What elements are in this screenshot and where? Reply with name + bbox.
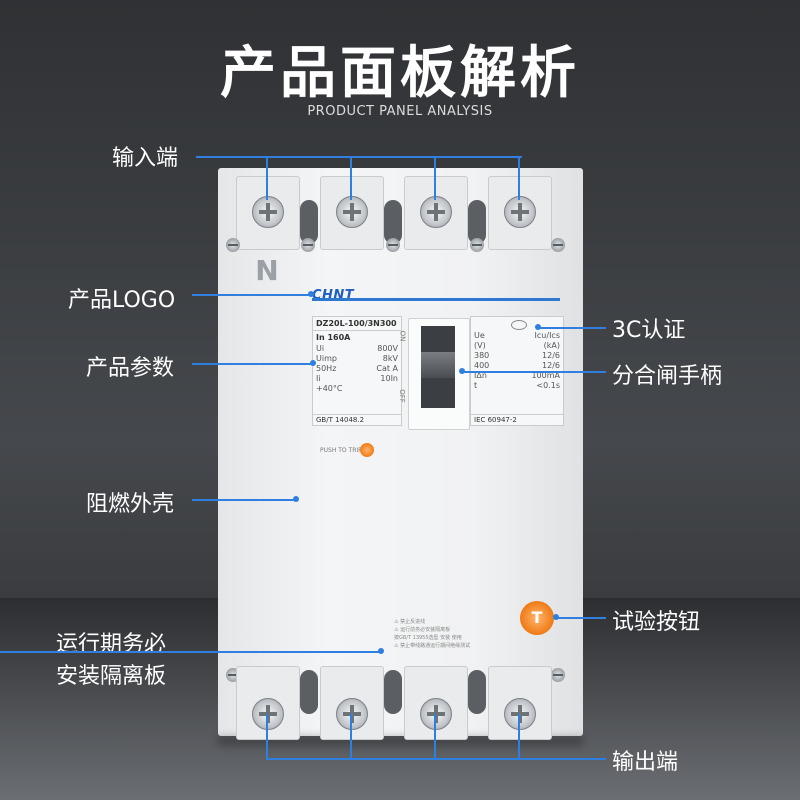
ccc-cert-icon: [511, 320, 527, 330]
leader-input-drop: [266, 156, 268, 200]
mounting-screw-icon: [386, 238, 400, 252]
output-terminal-screw-icon: [252, 698, 284, 730]
callout-product-params: 产品参数: [86, 356, 175, 381]
mounting-screw-icon: [551, 668, 565, 682]
leader-ccc: [538, 327, 606, 329]
spec-row: +40°C: [316, 384, 343, 393]
leader-output-rise: [434, 714, 436, 758]
breaker-shadow: [218, 736, 583, 746]
leader-logo: [192, 294, 310, 296]
leader-shell: [192, 499, 296, 501]
leader-input-drop: [350, 156, 352, 200]
leader-dot: [378, 648, 384, 654]
bottom-slot: [468, 670, 486, 714]
output-terminal-screw-icon: [336, 698, 368, 730]
on-off-handle[interactable]: [421, 352, 455, 378]
leader-dot: [553, 614, 559, 620]
leader-dot: [293, 496, 299, 502]
output-terminal-screw-icon: [504, 698, 536, 730]
callout-ccc-cert: 3C认证: [612, 318, 686, 343]
ccc-mark-row: [471, 317, 563, 331]
standard-left: GB/T 14048.2: [313, 414, 401, 425]
callout-isolation-line1: 运行期务必: [56, 632, 167, 657]
callout-handle: 分合闸手柄: [612, 364, 723, 389]
page-title: 产品面板解析: [220, 41, 580, 106]
leader-output-horizontal: [266, 758, 606, 760]
callout-isolation-line2: 安装隔离板: [56, 664, 167, 689]
mounting-screw-icon: [226, 238, 240, 252]
push-to-trip-label: PUSH TO TRIP: [320, 447, 362, 454]
callout-output-terminal: 输出端: [612, 750, 679, 775]
warning-text: ⚠ 禁止反进线 ⚠ 运行前务必安装隔离板 按GB/T 13955选型 安装 使用…: [394, 619, 471, 649]
brand-stripe: [312, 298, 560, 301]
top-slot: [384, 200, 402, 244]
leader-handle: [462, 371, 606, 373]
callout-input-terminal: 输入端: [112, 146, 179, 171]
input-terminal-screw-icon: [252, 196, 284, 228]
leader-output-rise: [518, 714, 520, 758]
leader-input-drop: [518, 156, 520, 200]
leader-input-horizontal: [196, 156, 522, 158]
test-button[interactable]: T: [520, 601, 554, 635]
handle-on-label: ON: [398, 330, 407, 342]
mounting-screw-icon: [470, 238, 484, 252]
leader-test: [556, 617, 606, 619]
model-number: DZ20L-100/3N300: [313, 317, 401, 331]
input-terminal-screw-icon: [420, 196, 452, 228]
push-to-trip-button[interactable]: [360, 443, 374, 457]
leader-output-rise: [266, 714, 268, 758]
leader-dot: [310, 360, 316, 366]
spec-row: (V)(kA): [474, 341, 560, 350]
leader-output-rise: [350, 714, 352, 758]
page-subtitle: PRODUCT PANEL ANALYSIS: [307, 104, 493, 119]
mounting-screw-icon: [551, 238, 565, 252]
bottom-slot: [300, 670, 318, 714]
leader-dot: [459, 368, 465, 374]
callout-flame-shell: 阻燃外壳: [86, 492, 175, 517]
leader-dot: [308, 291, 314, 297]
callout-product-logo: 产品LOGO: [68, 288, 176, 313]
leader-params: [192, 363, 312, 365]
spec-row: t<0.1s: [474, 381, 560, 390]
top-slot: [468, 200, 486, 244]
rated-current: In 160A: [316, 333, 351, 342]
leader-dot: [535, 324, 541, 330]
mounting-screw-icon: [301, 238, 315, 252]
top-slot: [300, 200, 318, 244]
input-terminal-screw-icon: [336, 196, 368, 228]
leader-isolation: [0, 651, 380, 653]
output-terminal-screw-icon: [420, 698, 452, 730]
breaker-body: [218, 168, 583, 736]
callout-test-button: 试验按钮: [612, 610, 701, 635]
leader-input-drop: [434, 156, 436, 200]
bottom-slot: [384, 670, 402, 714]
handle-off-label: OFF: [397, 389, 406, 403]
neutral-pole-mark: N: [255, 254, 279, 287]
input-terminal-screw-icon: [504, 196, 536, 228]
standard-right: IEC 60947-2: [471, 414, 563, 425]
